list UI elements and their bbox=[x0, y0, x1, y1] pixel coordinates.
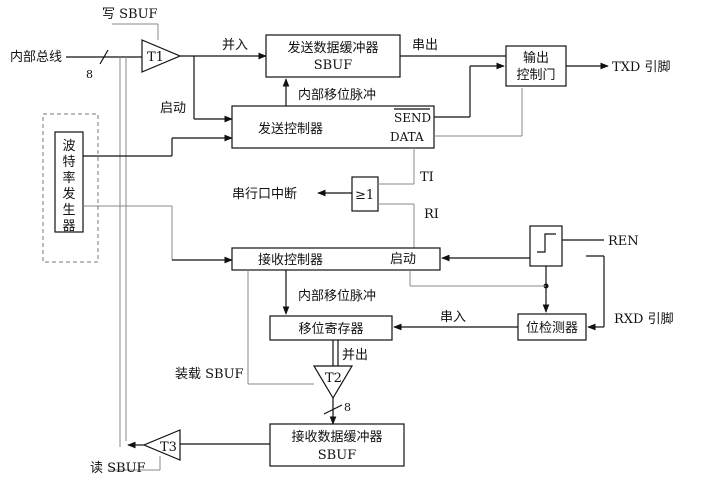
send-buffer-sbuf: SBUF bbox=[314, 58, 352, 73]
serial-in-label: 串入 bbox=[440, 310, 466, 325]
svg-text:波: 波 bbox=[62, 139, 75, 154]
t3-buffer bbox=[142, 429, 181, 461]
recv-buffer-title: 接收数据缓冲器 bbox=[291, 429, 382, 445]
t2-buffer bbox=[312, 365, 354, 400]
shift-register bbox=[269, 315, 393, 341]
t1-label: T1 bbox=[147, 50, 164, 65]
internal-bus-label: 内部总线 bbox=[10, 49, 62, 65]
data-signal-label: DATA bbox=[390, 130, 424, 144]
start-label-bottom: 启动 bbox=[390, 252, 416, 267]
svg-text:率: 率 bbox=[62, 170, 75, 186]
output-control-gate bbox=[505, 45, 567, 87]
read-sbuf-label: 读 SBUF bbox=[90, 461, 146, 476]
serial-out-label: 串出 bbox=[412, 38, 438, 53]
output-gate-line1: 输出 bbox=[523, 50, 549, 66]
bus-width-out-slash bbox=[323, 404, 343, 415]
baud-rate-generator-label: 波 特 率 发 生 器 bbox=[62, 139, 75, 234]
svg-text:特: 特 bbox=[62, 155, 75, 170]
send-controller bbox=[231, 105, 435, 149]
baud-rate-generator bbox=[54, 131, 84, 233]
t2-label: T2 bbox=[325, 371, 342, 386]
start-label-top: 启动 bbox=[160, 101, 186, 116]
ti-label: TI bbox=[420, 170, 434, 185]
send-signal-label: SEND bbox=[394, 111, 431, 125]
baud-rate-generator-boundary bbox=[42, 113, 99, 263]
ri-label: RI bbox=[424, 207, 439, 222]
shift-register-label: 移位寄存器 bbox=[298, 321, 363, 337]
send-buffer-title: 发送数据缓冲器 bbox=[287, 40, 378, 56]
internal-shift-pulse-top: 内部移位脉冲 bbox=[298, 87, 376, 103]
rxd-pin-label: RXD 引脚 bbox=[614, 311, 674, 327]
receive-controller-label: 接收控制器 bbox=[258, 252, 323, 268]
load-sbuf-label: 装载 SBUF bbox=[175, 367, 244, 382]
bit-detector-label: 位检测器 bbox=[526, 321, 578, 336]
t1-buffer bbox=[141, 39, 182, 73]
or-gate bbox=[351, 176, 379, 212]
txd-pin-label: TXD 引脚 bbox=[612, 59, 670, 75]
internal-bus bbox=[66, 49, 142, 65]
t3-label: T3 bbox=[160, 440, 177, 455]
parallel-out-label: 并出 bbox=[342, 348, 368, 363]
output-gate-line2: 控制门 bbox=[516, 68, 555, 83]
receive-data-buffer bbox=[269, 423, 405, 467]
serial-interrupt-label: 串行口中断 bbox=[232, 187, 297, 202]
svg-text:发: 发 bbox=[62, 186, 75, 202]
bus-width-out-label: 8 bbox=[344, 401, 351, 414]
internal-shift-pulse-bottom: 内部移位脉冲 bbox=[298, 288, 376, 304]
bus-width-in-label: 8 bbox=[86, 68, 93, 81]
svg-text:生: 生 bbox=[62, 203, 75, 218]
svg-text:器: 器 bbox=[62, 219, 75, 234]
start-detector-symbol bbox=[537, 233, 556, 253]
or-gate-label: ≥1 bbox=[355, 188, 374, 203]
write-sbuf-label: 写 SBUF bbox=[102, 7, 158, 22]
send-controller-label: 发送控制器 bbox=[258, 121, 323, 137]
ren-label: REN bbox=[608, 234, 639, 249]
start-detector bbox=[529, 225, 563, 267]
recv-buffer-sbuf: SBUF bbox=[318, 448, 356, 463]
parallel-in-label: 并入 bbox=[222, 38, 248, 53]
receive-controller bbox=[231, 247, 441, 271]
